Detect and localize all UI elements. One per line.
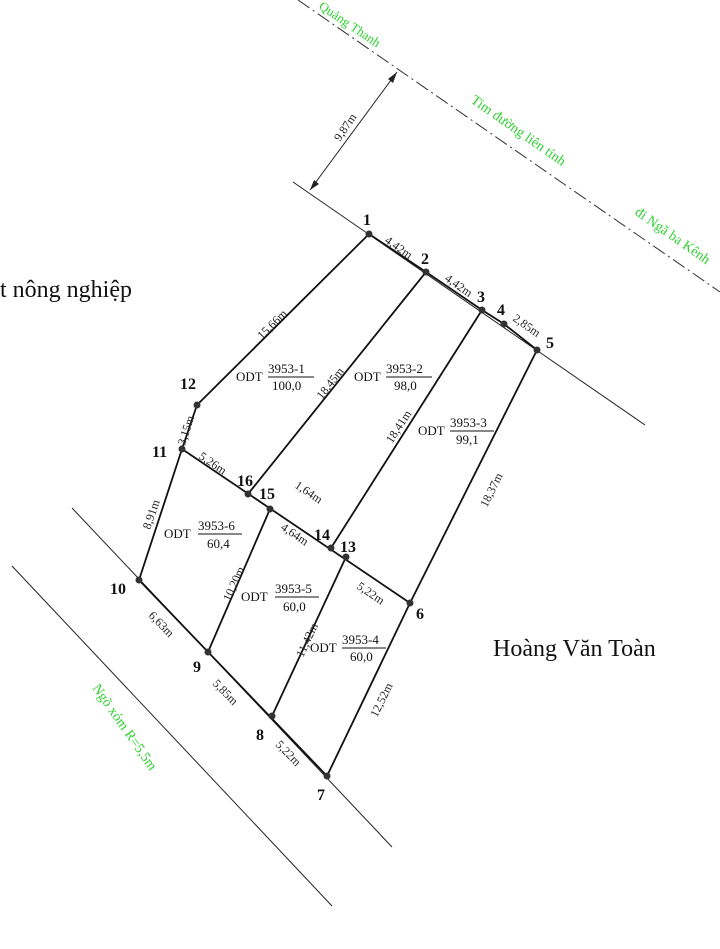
dim-13-6: 5,22m	[354, 579, 388, 608]
point-label-8: 8	[256, 727, 264, 744]
neighbor-left: t nông nghiệp	[0, 277, 132, 303]
parcel-area: 60,0	[350, 649, 373, 664]
point-label-13: 13	[340, 539, 356, 556]
vertex-10	[135, 576, 143, 584]
dim-2-3: 4,42m	[442, 271, 475, 300]
parcel-code: ODT	[236, 369, 263, 384]
road-label-quang-thanh: Quảng Thanh	[316, 0, 384, 50]
vertex-1	[365, 230, 373, 238]
road-edge-top	[292, 181, 646, 426]
point-label-2: 2	[421, 251, 429, 268]
parcel-label-1: ODT 3953-1 100,0	[236, 361, 314, 393]
vertex-13	[342, 553, 350, 561]
vertex-7	[323, 772, 331, 780]
boundary-11-10	[138, 448, 183, 581]
point-label-10: 10	[110, 581, 126, 598]
parcel-number: 3953-5	[275, 581, 312, 596]
parcel-code: ODT	[310, 640, 337, 655]
boundary-3-14	[330, 309, 483, 549]
setback-arrow-bottom	[310, 180, 319, 190]
parcel-number: 3953-6	[198, 518, 235, 533]
point-label-1: 1	[363, 212, 371, 229]
vertex-2	[422, 268, 430, 276]
point-label-14: 14	[314, 527, 330, 544]
point-label-5: 5	[546, 335, 554, 352]
setback-arrow-top	[388, 72, 397, 83]
setback-label: 9,87m	[331, 110, 360, 144]
vertex-markers	[135, 230, 541, 780]
parcel-area: 100,0	[272, 378, 301, 393]
road-label-destination: đi Ngã ba Kênh	[632, 205, 713, 268]
dim-6-7: 12,52m	[367, 680, 396, 719]
road-centerline	[297, 0, 720, 293]
vertex-11	[178, 445, 186, 453]
vertex-4	[500, 320, 508, 328]
boundary-12-11	[181, 404, 198, 450]
dim-16-14: 1,64m	[292, 478, 326, 507]
point-label-9: 9	[193, 659, 201, 676]
point-label-12: 12	[180, 376, 196, 393]
point-label-15: 15	[259, 486, 275, 503]
dim-2-16: 18,45m	[313, 364, 347, 402]
lane-edge-lower	[11, 565, 333, 907]
parcel-area: 60,0	[283, 599, 306, 614]
boundary-6-5	[409, 349, 538, 604]
parcel-label-6: ODT 3953-6 60,4	[164, 518, 242, 551]
vertex-15	[266, 505, 274, 513]
neighbor-right: Hoàng Văn Toàn	[493, 636, 656, 662]
point-label-4: 4	[497, 302, 505, 319]
boundary-7-6	[326, 602, 411, 777]
dim-8-7: 5,22m	[273, 737, 305, 769]
lane-label: Ngõ xóm R=5,5m	[89, 682, 160, 774]
plot-boundaries	[138, 233, 538, 777]
boundary-15-9	[207, 508, 271, 653]
dim-1-2: 4,42m	[382, 233, 415, 262]
dim-12-11: 3,15m	[175, 413, 198, 447]
dim-11-10: 8,91m	[140, 497, 163, 531]
parcel-area: 99,1	[456, 432, 479, 447]
boundary-1-12	[196, 233, 370, 406]
vertex-5	[533, 346, 541, 354]
vertex-6	[406, 599, 414, 607]
parcel-code: ODT	[241, 589, 268, 604]
parcel-area: 60,4	[207, 536, 230, 551]
vertex-12	[193, 401, 201, 409]
dim-15-13: 4,64m	[278, 520, 312, 549]
point-label-7: 7	[317, 787, 325, 804]
boundary-11-6	[181, 448, 411, 604]
dim-5-6: 18,37m	[477, 470, 506, 509]
dim-1-12: 15,66m	[254, 306, 290, 342]
vertex-16	[244, 490, 252, 498]
vertex-3	[478, 306, 486, 314]
vertex-9	[204, 648, 212, 656]
parcel-label-2: ODT 3953-2 98,0	[354, 361, 432, 393]
parcel-code: ODT	[418, 423, 445, 438]
parcel-area: 98,0	[394, 378, 417, 393]
point-label-6: 6	[416, 606, 424, 623]
setback-dimension-line	[309, 71, 398, 191]
point-label-11: 11	[152, 444, 167, 461]
road-label-centerline: Tim đường liên tỉnh	[468, 93, 568, 170]
parcel-code: ODT	[354, 369, 381, 384]
dim-11-16: 5,26m	[196, 449, 230, 478]
parcel-number: 3953-4	[342, 632, 379, 647]
parcel-label-5: ODT 3953-5 60,0	[241, 581, 319, 614]
parcel-number: 3953-2	[386, 361, 423, 376]
parcel-number: 3953-1	[268, 361, 305, 376]
boundary-2-16	[247, 271, 427, 495]
parcel-label-4: ODT 3953-4 60,0	[310, 632, 386, 664]
vertex-8	[268, 712, 276, 720]
boundary-13-8	[271, 556, 347, 717]
parcel-code: ODT	[164, 526, 191, 541]
point-label-3: 3	[477, 289, 485, 306]
point-label-16: 16	[237, 473, 253, 490]
boundary-10-7	[138, 579, 328, 777]
parcel-label-3: ODT 3953-3 99,1	[418, 415, 494, 447]
vertex-14	[327, 544, 335, 552]
dim-10-9: 6,63m	[146, 608, 178, 640]
parcel-number: 3953-3	[450, 415, 487, 430]
